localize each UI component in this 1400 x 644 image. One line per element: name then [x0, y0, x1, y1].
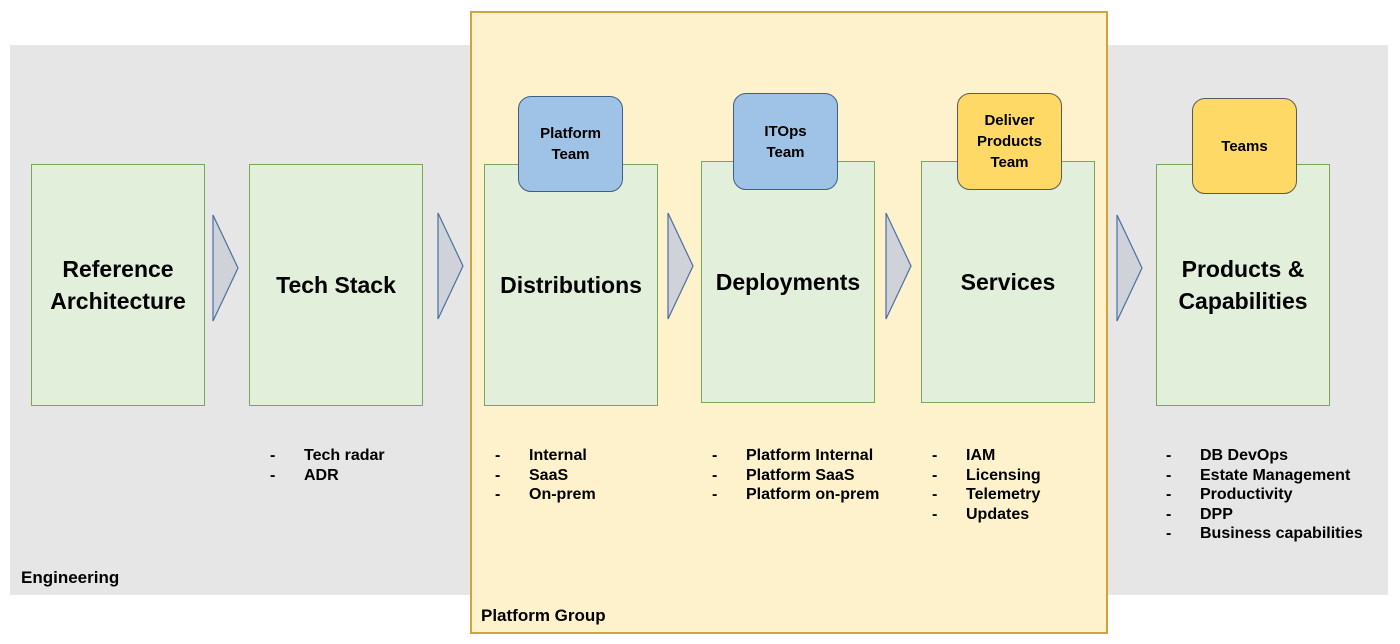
team-label: ITOps Team	[764, 122, 807, 161]
products-capabilities-list: DB DevOps Estate Management Productivity…	[1166, 446, 1363, 544]
stage-title: Reference Architecture	[50, 256, 186, 314]
team-label: Teams	[1221, 137, 1268, 155]
list-item: DB DevOps	[1166, 446, 1363, 466]
list-item: Licensing	[932, 466, 1041, 486]
tech-stack-list: Tech radar ADR	[270, 446, 385, 485]
list-item: Updates	[932, 505, 1041, 525]
list-item: On-prem	[495, 485, 596, 505]
stage-reference-architecture: Reference Architecture	[31, 164, 205, 406]
list-item: Platform SaaS	[712, 466, 879, 486]
stage-title: Services	[960, 269, 1056, 295]
list-item: ADR	[270, 466, 385, 486]
arrow-2	[437, 212, 464, 320]
list-item: Business capabilities	[1166, 524, 1363, 544]
engineering-label: Engineering	[21, 568, 120, 587]
list-item: Telemetry	[932, 485, 1041, 505]
list-item: Tech radar	[270, 446, 385, 466]
arrow-3	[667, 212, 694, 320]
deployments-list: Platform Internal Platform SaaS Platform…	[712, 446, 879, 505]
stage-services: Services	[921, 161, 1095, 403]
arrow-5	[1116, 214, 1143, 322]
list-item: Estate Management	[1166, 466, 1363, 486]
stage-title: Deployments	[715, 269, 861, 295]
stage-title: Distributions	[500, 272, 642, 298]
stage-tech-stack: Tech Stack	[249, 164, 423, 406]
team-tag-teams: Teams	[1192, 98, 1297, 194]
team-tag-itops: ITOps Team	[733, 93, 838, 190]
stage-title: Products & Capabilities	[1178, 256, 1308, 314]
team-label: Platform Team	[540, 125, 601, 163]
team-label: Deliver Products Team	[976, 112, 1042, 171]
list-item: Internal	[495, 446, 596, 466]
team-tag-platform: Platform Team	[518, 96, 623, 192]
stage-distributions: Distributions	[484, 164, 658, 406]
stage-deployments: Deployments	[701, 161, 875, 403]
arrow-1	[212, 214, 239, 322]
team-tag-deliver-products: Deliver Products Team	[957, 93, 1062, 190]
platform-group-label: Platform Group	[481, 606, 606, 625]
stage-products-capabilities: Products & Capabilities	[1156, 164, 1330, 406]
stage-title: Tech Stack	[276, 272, 396, 298]
list-item: IAM	[932, 446, 1041, 466]
arrow-4	[885, 212, 912, 320]
list-item: Productivity	[1166, 485, 1363, 505]
list-item: SaaS	[495, 466, 596, 486]
list-item: DPP	[1166, 505, 1363, 525]
list-item: Platform on-prem	[712, 485, 879, 505]
services-list: IAM Licensing Telemetry Updates	[932, 446, 1041, 524]
list-item: Platform Internal	[712, 446, 879, 466]
distributions-list: Internal SaaS On-prem	[495, 446, 596, 505]
